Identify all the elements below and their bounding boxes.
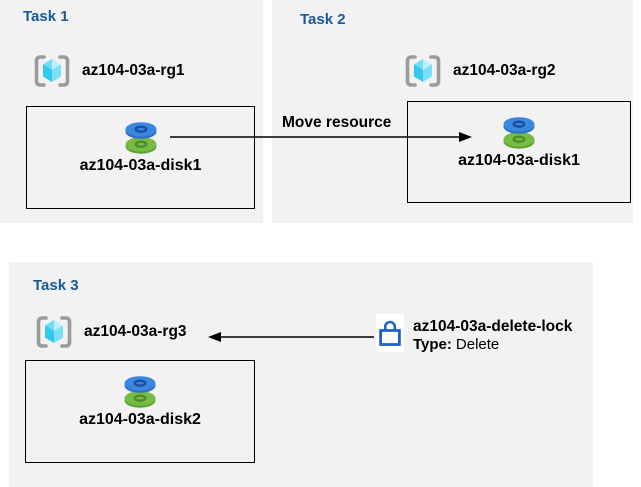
task3-disk-label: az104-03a-disk2 <box>79 411 201 428</box>
task2-panel: Task 2 az104-03a-rg2 az104-03a-disk1 <box>272 0 633 223</box>
disk-icon <box>123 375 157 408</box>
delete-lock-type: Type:Delete <box>413 336 572 354</box>
disk-icon <box>123 120 158 154</box>
delete-lock-chip <box>376 314 404 352</box>
move-resource-label: Move resource <box>282 114 392 131</box>
task1-title: Task 1 <box>23 8 69 25</box>
task1-resource-group: az104-03a-rg1 <box>31 52 185 90</box>
task1-disk-label: az104-03a-disk1 <box>79 157 202 174</box>
task2-title: Task 2 <box>300 11 346 28</box>
task3-disk-box: az104-03a-disk2 <box>25 360 255 463</box>
task2-resource-group-label: az104-03a-rg2 <box>453 62 556 79</box>
task3-title: Task 3 <box>33 277 79 294</box>
task1-disk-box: az104-03a-disk1 <box>26 106 255 209</box>
task2-disk-label: az104-03a-disk1 <box>458 152 580 169</box>
delete-lock-text: az104-03a-delete-lock Type:Delete <box>413 318 572 354</box>
task3-resource-group-label: az104-03a-rg3 <box>84 323 187 340</box>
task3-panel: Task 3 az104-03a-rg3 az104-03a-disk2 az1… <box>9 262 593 487</box>
resource-group-icon <box>34 55 70 87</box>
delete-lock-name: az104-03a-delete-lock <box>413 318 573 335</box>
lock-type-value: Delete <box>455 336 500 353</box>
disk-icon <box>502 115 536 149</box>
task2-resource-group: az104-03a-rg2 <box>402 52 556 90</box>
lock-type-label: Type: <box>413 336 452 353</box>
task1-resource-group-label: az104-03a-rg1 <box>82 62 185 79</box>
lock-icon <box>379 320 401 346</box>
resource-group-icon <box>36 316 72 348</box>
task3-resource-group: az104-03a-rg3 <box>33 313 187 351</box>
task2-disk-box: az104-03a-disk1 <box>407 101 631 203</box>
task1-panel: Task 1 az104-03a-rg1 az104-03a-disk1 <box>0 0 263 223</box>
resource-group-icon <box>405 55 441 87</box>
